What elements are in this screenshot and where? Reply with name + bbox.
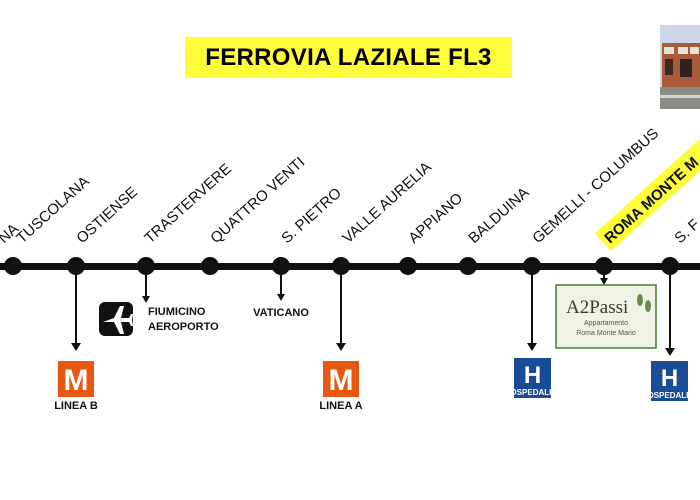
arrow-head [142,296,150,303]
a2passi-connection[interactable]: A2Passi Appartamento Roma Monte Mario [555,284,657,349]
station-dot-balduina[interactable] [459,257,477,275]
linea-b-label: LINEA B [54,400,98,412]
hospital-letter: H [524,362,541,389]
arrow-head [665,348,675,356]
airplane-glyph [103,306,133,334]
arrow-head [600,278,608,285]
connector-lines [71,270,675,356]
station-dot-appiano[interactable] [399,257,417,275]
page-title: FERROVIA LAZIALE FL3 [205,43,492,71]
station-photo-image [660,25,700,109]
arrow-head [527,343,537,351]
station-photo [660,25,700,109]
hospital-letter: H [661,365,678,392]
fiumicino-label: FIUMICINO [148,306,206,318]
station-dot-valle-aurelia[interactable] [332,257,350,275]
hospital-2-connection[interactable]: H OSPEDALE [647,361,692,401]
station-dot-na[interactable] [4,257,22,275]
ospedale-label: OSPEDALE [647,391,692,400]
metro-icon [58,361,94,397]
station-dots [4,257,679,275]
ospedale-label: OSPEDALE [510,388,555,397]
a2passi-sub2: Roma Monte Mario [576,330,636,337]
hospital-icon [514,358,551,398]
station-dot-gemelli[interactable] [523,257,541,275]
linea-a-label: LINEA A [319,400,362,412]
aeroporto-label: AEROPORTO [148,321,219,333]
station-label: S. F [671,216,700,247]
vaticano-label: VATICANO [253,307,309,319]
station-labels: NA TUSCOLANA OSTIENSE TRASTERVERE QUATTR… [0,125,700,252]
metro-a-connection[interactable]: M LINEA A [319,361,363,412]
station-label: APPIANO [405,190,466,247]
metro-letter: M [64,364,89,397]
footprints-icon [637,294,651,312]
station-dot-trastevere[interactable] [137,257,155,275]
station-dot-s-filippo[interactable] [661,257,679,275]
a2passi-brand: A2Passi [566,297,628,318]
station-label: GEMELLI - COLUMBUS [529,125,662,247]
station-label: S. PIETRO [278,185,345,247]
fiumicino-connection[interactable]: FIUMICINO AEROPORTO [99,302,219,336]
hospital-1-connection[interactable]: H OSPEDALE [510,358,555,398]
station-dot-s-pietro[interactable] [272,257,290,275]
arrow-head [71,343,81,351]
metro-icon [323,361,359,397]
arrow-head [336,343,346,351]
station-dot-ostiense[interactable] [67,257,85,275]
metro-letter: M [329,364,354,397]
station-label: BALDUINA [465,184,532,247]
metro-b-connection[interactable]: M LINEA B [54,361,98,412]
hospital-icon [651,361,688,401]
station-dot-quattro-venti[interactable] [201,257,219,275]
station-dot-roma-monte-mario[interactable] [595,257,613,275]
main-rail-line [0,263,700,270]
title-banner: FERROVIA LAZIALE FL3 [185,37,512,78]
arrow-head [277,294,285,301]
highlight-box [594,139,700,252]
a2passi-sub1: Appartamento [584,320,628,327]
